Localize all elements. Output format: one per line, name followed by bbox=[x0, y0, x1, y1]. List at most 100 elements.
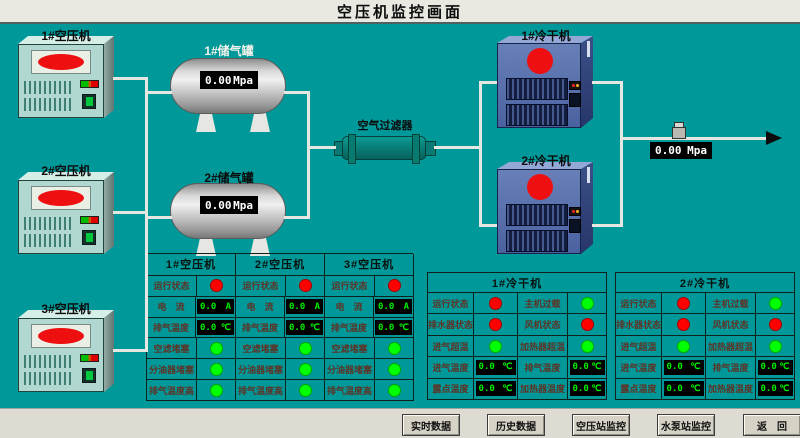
switch-button-icon bbox=[85, 97, 93, 106]
status-cell bbox=[375, 380, 414, 402]
cabinet-side-face bbox=[104, 36, 114, 118]
status-lamp bbox=[209, 341, 223, 355]
value-display: 0.0℃ bbox=[757, 381, 793, 397]
tank-leg bbox=[196, 112, 216, 132]
table-header: 2#冷干机 bbox=[616, 273, 795, 293]
status-cell bbox=[756, 314, 795, 336]
indicator-lights-icon bbox=[80, 354, 99, 362]
cabinet-top-face bbox=[497, 36, 593, 43]
cabinet-side-face bbox=[581, 36, 593, 128]
air-filter-label: 空气过滤器 bbox=[357, 120, 413, 132]
status-lamp bbox=[298, 341, 312, 355]
status-cell bbox=[197, 359, 236, 381]
row-label: 进气超温 bbox=[428, 335, 474, 358]
status-cell bbox=[474, 335, 518, 358]
run-lamp-icon bbox=[527, 48, 553, 74]
bottom-button-bar: 实时数据 历史数据 空压站监控 水泵站监控 返 回 bbox=[0, 408, 800, 438]
status-cell bbox=[568, 335, 607, 358]
cabinet-side-face bbox=[104, 172, 114, 254]
status-cell bbox=[568, 293, 607, 315]
flow-arrow-icon bbox=[766, 131, 782, 145]
filter-flange bbox=[348, 134, 356, 164]
row-label: 排水器状态 bbox=[428, 314, 474, 336]
dryer1-cabinet bbox=[497, 36, 593, 128]
realtime-data-button[interactable]: 实时数据 bbox=[402, 414, 460, 436]
value-display: 0.0℃ bbox=[663, 359, 704, 375]
louver-grille-icon bbox=[506, 204, 568, 226]
outlet-pressure-display: 0.00 Mpa bbox=[650, 142, 712, 159]
row-label: 电 流 bbox=[325, 296, 374, 318]
column-header: 1#空压机 bbox=[147, 254, 236, 276]
status-lamp bbox=[489, 296, 502, 310]
status-cell bbox=[474, 293, 518, 315]
row-label: 加热器超温 bbox=[518, 335, 568, 358]
cabinet-top-face bbox=[18, 310, 114, 318]
vent-grille-icon bbox=[24, 355, 74, 368]
status-lamp bbox=[677, 318, 690, 332]
vent-grille-icon bbox=[24, 81, 74, 94]
status-lamp bbox=[298, 279, 312, 293]
pipe-from-filter bbox=[434, 146, 482, 149]
value-cell: 0.0℃ bbox=[568, 357, 607, 379]
pump-station-button[interactable]: 水泵站监控 bbox=[657, 414, 715, 436]
dryer1-status-table: 1#冷干机 运行状态 主机过载 排水器状态 风机状态 进气超温 加热器超温 进气… bbox=[427, 272, 607, 401]
compressor3-cabinet bbox=[18, 310, 114, 392]
run-lamp-icon bbox=[38, 54, 84, 70]
row-label: 进气温度 bbox=[428, 357, 474, 379]
louver-grille-icon bbox=[506, 104, 568, 126]
status-lamp bbox=[489, 318, 502, 332]
pipe-tank2-out bbox=[284, 216, 310, 219]
row-label: 运行状态 bbox=[616, 293, 662, 315]
vent-grille-icon bbox=[24, 98, 74, 111]
title-bar: 空压机监控画面 bbox=[0, 0, 800, 24]
pipe-dryer2-in bbox=[482, 224, 497, 227]
compressor2-label: 2#空压机 bbox=[41, 164, 91, 178]
compressor-station-button[interactable]: 空压站监控 bbox=[572, 414, 630, 436]
row-label: 风机状态 bbox=[706, 314, 756, 336]
row-label: 排气温度 bbox=[518, 357, 568, 379]
row-label: 电 流 bbox=[236, 296, 285, 318]
value-display: 0.0℃ bbox=[375, 320, 412, 335]
status-cell bbox=[756, 293, 795, 315]
status-cell bbox=[286, 359, 325, 381]
status-lamp bbox=[387, 279, 401, 293]
status-cell bbox=[286, 380, 325, 402]
row-label: 加热器温度 bbox=[706, 378, 756, 401]
tank2-pressure-value: 0.00 bbox=[205, 198, 232, 212]
pipe-compressor3-out bbox=[113, 349, 148, 352]
table-header: 1#冷干机 bbox=[428, 273, 607, 293]
row-label: 分油器堵塞 bbox=[147, 359, 197, 381]
status-cell bbox=[474, 314, 518, 336]
pipe-dryer1-in bbox=[482, 81, 497, 84]
status-cell bbox=[197, 275, 236, 297]
history-data-button[interactable]: 历史数据 bbox=[487, 414, 545, 436]
row-label: 露点温度 bbox=[616, 378, 662, 401]
run-lamp-icon bbox=[38, 190, 84, 206]
status-cell bbox=[662, 335, 706, 358]
indicator-lights-icon bbox=[569, 207, 581, 216]
pipe-tank1-out bbox=[284, 91, 310, 94]
compressor1-cabinet bbox=[18, 36, 114, 118]
row-label: 分油器堵塞 bbox=[236, 359, 286, 381]
row-label: 风机状态 bbox=[518, 314, 568, 336]
status-lamp bbox=[677, 296, 690, 310]
outlet-pressure-value: 0.00 bbox=[655, 144, 682, 157]
tank2-label: 2#储气罐 bbox=[204, 171, 254, 185]
tank-leg bbox=[250, 112, 270, 132]
tank1-pressure-display: 0.00 Mpa bbox=[200, 71, 258, 89]
return-button[interactable]: 返 回 bbox=[743, 414, 800, 436]
tank2-pressure-display: 0.00 Mpa bbox=[200, 196, 258, 214]
status-cell bbox=[286, 275, 325, 297]
run-lamp-icon bbox=[527, 174, 553, 200]
status-cell bbox=[568, 314, 607, 336]
value-cell: 0.0℃ bbox=[662, 357, 706, 379]
switch-button-icon bbox=[85, 233, 93, 242]
value-cell: 0.0℃ bbox=[196, 317, 236, 339]
row-label: 排气温度 bbox=[147, 317, 196, 339]
tank1-pressure-value: 0.00 bbox=[205, 73, 232, 87]
switch-button-icon bbox=[85, 371, 93, 380]
tank2-pressure-unit: Mpa bbox=[233, 198, 253, 212]
